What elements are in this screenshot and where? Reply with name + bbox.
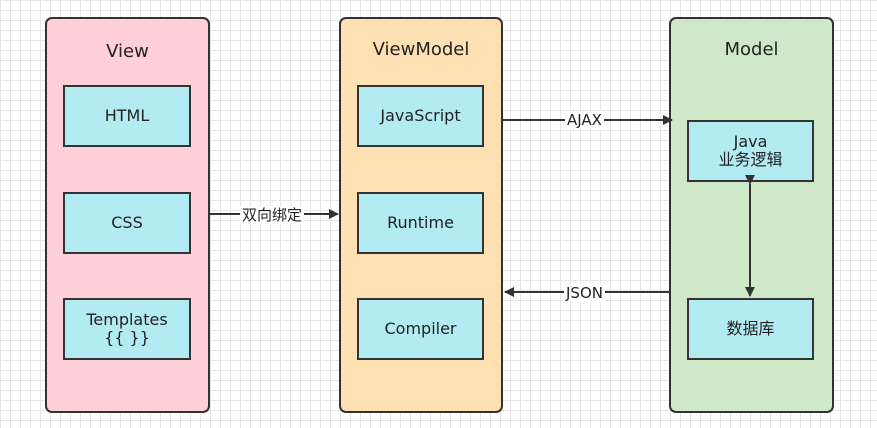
- compiler-label: Compiler: [384, 319, 457, 338]
- templates-label: Templates: [86, 310, 168, 329]
- java-label: Java: [733, 132, 768, 151]
- view-title: View: [106, 41, 149, 62]
- html-box: HTML: [63, 85, 191, 147]
- javascript-label: JavaScript: [380, 106, 461, 125]
- json-label: JSON: [564, 284, 605, 302]
- database-label: 数据库: [726, 319, 775, 338]
- runtime-label: Runtime: [387, 213, 454, 232]
- javascript-box: JavaScript: [357, 85, 484, 147]
- css-box: CSS: [63, 192, 191, 254]
- viewmodel-title: ViewModel: [372, 39, 470, 60]
- compiler-box: Compiler: [357, 298, 484, 360]
- css-label: CSS: [111, 213, 143, 232]
- templates-box: Templates {{ }}: [63, 298, 191, 360]
- runtime-box: Runtime: [357, 192, 484, 254]
- model-title: Model: [724, 39, 779, 60]
- database-box: 数据库: [687, 298, 814, 360]
- binding-label: 双向绑定: [240, 206, 305, 224]
- business-logic-label: 业务逻辑: [718, 150, 783, 169]
- html-label: HTML: [104, 106, 150, 125]
- templates-syntax-label: {{ }}: [104, 328, 150, 347]
- ajax-label: AJAX: [565, 111, 604, 129]
